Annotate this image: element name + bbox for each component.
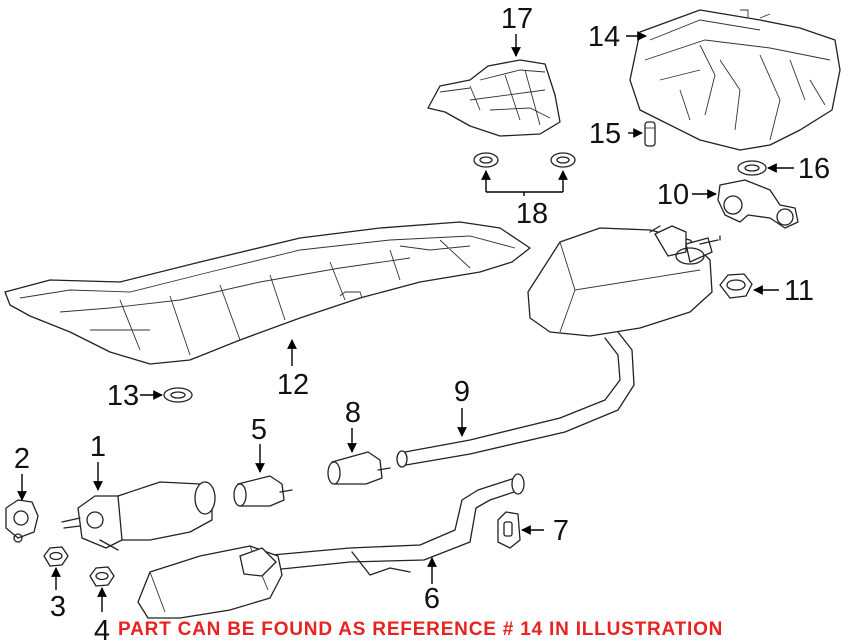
clamp-part-8 bbox=[327, 451, 391, 485]
callout-8: 8 bbox=[345, 397, 361, 429]
front-pipe-resonator-part bbox=[137, 473, 525, 619]
leader-arrows bbox=[17, 31, 794, 612]
gasket-pair-part bbox=[473, 152, 576, 168]
callout-9: 9 bbox=[454, 376, 470, 408]
footer-note: PART CAN BE FOUND AS REFERENCE # 14 IN I… bbox=[118, 619, 724, 640]
callout-13: 13 bbox=[107, 380, 139, 412]
callout-4: 4 bbox=[94, 615, 110, 644]
callout-1: 1 bbox=[90, 431, 106, 463]
callout-7: 7 bbox=[553, 515, 569, 547]
callout-12: 12 bbox=[277, 369, 309, 401]
heat-shield-upper-part bbox=[427, 59, 561, 137]
callout-3: 3 bbox=[50, 591, 66, 623]
callout-labels: 17 14 15 16 10 11 18 12 13 9 8 5 1 2 7 3… bbox=[14, 3, 830, 644]
gasket-part-13 bbox=[163, 387, 193, 403]
callout-2: 2 bbox=[14, 443, 30, 475]
nut-part-3 bbox=[43, 546, 69, 567]
underbody-heat-shield-part bbox=[4, 221, 531, 365]
rear-muffler-part bbox=[527, 225, 721, 337]
intermediate-pipe-part bbox=[396, 331, 635, 468]
stud-part bbox=[644, 121, 656, 147]
callout-6: 6 bbox=[424, 583, 440, 615]
callout-16: 16 bbox=[798, 153, 830, 185]
callout-17: 17 bbox=[501, 3, 533, 35]
callout-10: 10 bbox=[657, 179, 689, 211]
clamp-part-5 bbox=[233, 475, 293, 507]
insulator-part-7 bbox=[497, 511, 521, 549]
heat-shield-rear-part bbox=[629, 9, 841, 151]
callout-11: 11 bbox=[784, 275, 814, 307]
callout-18: 18 bbox=[516, 198, 548, 230]
hanger-insulator-part bbox=[5, 499, 39, 543]
hanger-bracket-part bbox=[717, 179, 799, 229]
callout-15: 15 bbox=[589, 118, 621, 150]
nut-part-4 bbox=[89, 566, 115, 587]
callout-5: 5 bbox=[251, 414, 267, 446]
gasket-single-part bbox=[737, 160, 767, 176]
callout-14: 14 bbox=[588, 21, 620, 53]
catalytic-converter-part bbox=[61, 481, 216, 551]
nut-part-11 bbox=[719, 273, 753, 299]
